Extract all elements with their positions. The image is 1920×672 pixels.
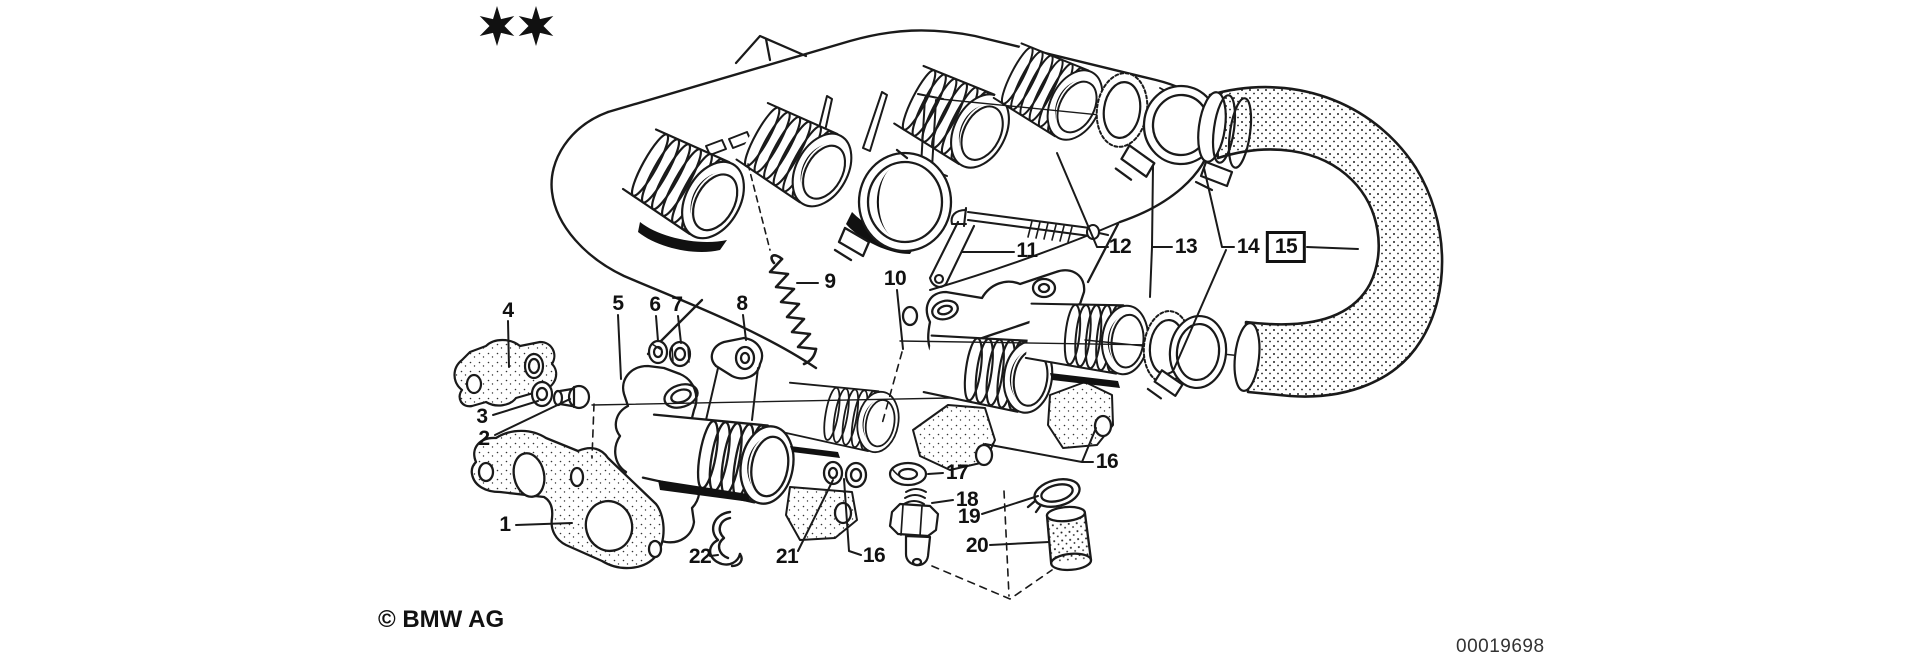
qualifier-star-icon [479,6,554,46]
hose-clamp [1146,314,1261,400]
callout-leader-lines [492,152,1359,557]
part-callout-5: 5 [612,292,624,315]
spring-clip [709,510,743,568]
part-callout-12: 12 [1108,235,1132,258]
right-intake-stub-assembly [901,222,1150,471]
part-callout-1: 1 [499,513,511,536]
tension-spring [747,163,818,366]
part-callout-19: 19 [957,505,981,528]
nut [668,340,692,368]
clamp-holder [917,93,948,177]
intake-hose [1208,85,1444,398]
washer [822,460,844,486]
stud-pin [862,91,888,152]
shadow [658,480,750,502]
linkage-arm [928,220,976,288]
washer [647,339,669,365]
part-callout-21: 21 [775,545,799,568]
intake-boot [621,42,1104,254]
copyright-text: © BMW AG [378,606,505,633]
shadow [790,446,840,458]
part-callout-17: 17 [945,461,969,484]
part-callout-13: 13 [1174,235,1198,258]
small-hose-clamp [1026,478,1081,514]
shadow [638,222,727,252]
part-callout-15: 15 [1265,231,1307,263]
part-callout-8: 8 [736,292,748,315]
washer [530,380,554,408]
part-callout-18: 18 [955,488,979,511]
part-callout-20: 20 [965,534,989,557]
part-callout-16: 16 [1095,450,1119,473]
hose-piece [1045,505,1093,572]
axis-line [591,397,951,406]
hose-end-clamp [1194,91,1253,192]
nut [844,461,868,489]
gasket [785,486,858,541]
part-callout-4: 4 [502,299,514,322]
document-number: 00019698 [1456,636,1545,657]
part-callout-6: 6 [649,293,661,316]
shadow [1050,373,1120,388]
part-callout-22: 22 [688,545,712,568]
part-callout-11: 11 [1016,239,1038,262]
part-callout-14: 14 [1236,235,1260,258]
part-callout-9: 9 [824,270,836,293]
part-callout-10: 10 [883,267,907,290]
holder-bracket [453,338,558,408]
collector-seam-notch [734,34,808,65]
hex-bolt [552,384,591,410]
boot-clamp-ring [833,93,953,262]
part-callout-2: 2 [478,427,490,450]
sealing-ring [1095,72,1149,148]
part-callout-3: 3 [476,405,488,428]
part-callout-7: 7 [671,293,683,316]
temperature-sensor [888,488,940,567]
throttle-linkage-rod [928,206,1110,288]
manifold-gasket [470,429,665,570]
sealing-washer [888,461,928,487]
part-callout-16: 16 [862,544,886,567]
